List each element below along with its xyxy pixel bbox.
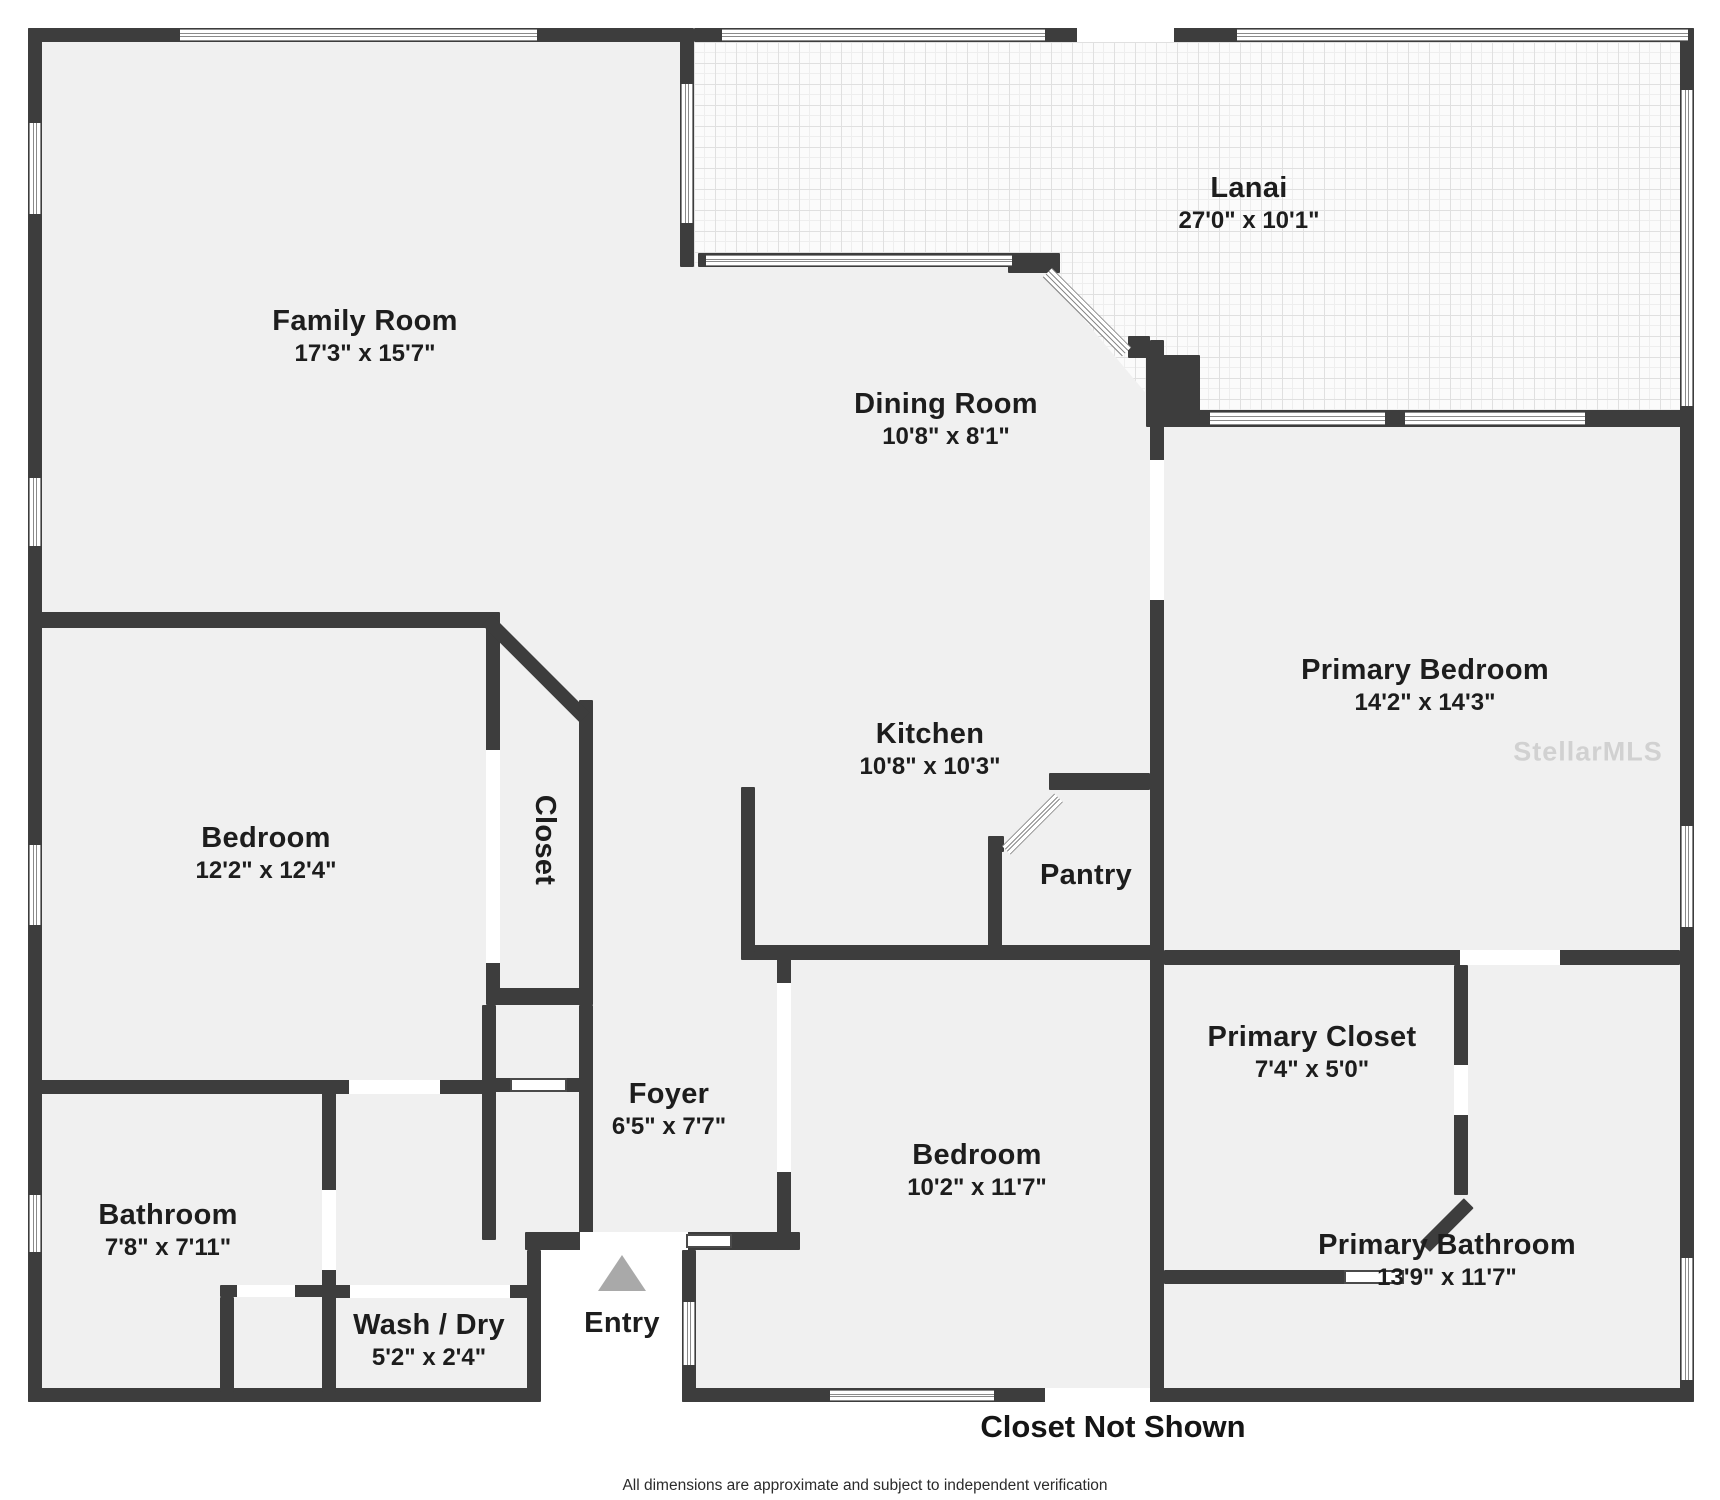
window — [1681, 1258, 1693, 1380]
wall — [28, 612, 497, 628]
room-name-lanai: Lanai — [1210, 171, 1288, 204]
door-opening — [1150, 460, 1164, 600]
room-name-wash-dry: Wash / Dry — [353, 1308, 505, 1341]
window — [706, 255, 1012, 266]
watermark: StellarMLS — [1513, 736, 1663, 767]
door-opening — [486, 750, 500, 963]
door-opening — [1454, 1065, 1468, 1115]
room-label-bedroom-left: Bedroom 12'2" x 12'4" — [196, 820, 337, 886]
wall — [1128, 336, 1150, 358]
wall — [1146, 355, 1200, 415]
room-label-family-room: Family Room 17'3" x 15'7" — [272, 303, 457, 369]
room-label-lanai: Lanai 27'0" x 10'1" — [1179, 170, 1320, 236]
door-opening — [580, 1232, 688, 1250]
door-opening — [777, 983, 791, 1172]
window — [29, 1195, 41, 1252]
room-dims-bathroom: 7'8" x 7'11" — [104, 1234, 232, 1262]
door-opening — [350, 1285, 510, 1298]
wall — [988, 845, 1002, 948]
wall — [988, 836, 1004, 852]
room-name-foyer: Foyer — [628, 1077, 710, 1110]
entry-arrow-icon — [598, 1255, 646, 1291]
window — [29, 123, 41, 214]
room-name-primary-closet: Primary Closet — [1207, 1020, 1417, 1053]
room-dims-lanai: 27'0" x 10'1" — [1178, 207, 1320, 235]
door-opening — [1460, 950, 1560, 965]
room-dims-kitchen: 10'8" x 10'3" — [859, 753, 1001, 781]
room-dims-primary-bathroom: 13'9" x 11'7" — [1377, 1264, 1517, 1292]
window — [1681, 90, 1693, 406]
room-name-primary-bathroom: Primary Bathroom — [1318, 1228, 1576, 1261]
wall — [741, 787, 755, 952]
wall — [579, 1005, 593, 1240]
room-label-bedroom-bottom: Bedroom 10'2" x 11'7" — [907, 1137, 1047, 1203]
window — [180, 29, 537, 41]
room-name-kitchen: Kitchen — [875, 717, 985, 750]
room-name-closet: Closet — [529, 794, 562, 886]
room-name-dining-room: Dining Room — [854, 387, 1038, 420]
wall — [28, 28, 42, 1402]
entry-label: Entry — [584, 1305, 660, 1341]
wall — [1164, 950, 1680, 965]
room-name-family-room: Family Room — [272, 304, 458, 337]
door-frame — [1344, 1270, 1404, 1284]
wall — [220, 1297, 234, 1392]
room-name-bathroom: Bathroom — [98, 1198, 238, 1231]
entry-label-text: Entry — [584, 1306, 660, 1339]
wall — [1049, 773, 1150, 790]
door-opening — [237, 1285, 295, 1297]
room-dims-wash-dry: 5'2" x 2'4" — [371, 1344, 487, 1372]
window — [683, 1302, 695, 1365]
room-name-pantry: Pantry — [1039, 858, 1133, 891]
window — [1210, 412, 1385, 425]
room-dims-bedroom-left: 12'2" x 12'4" — [195, 857, 337, 885]
room-dims-foyer: 6'5" x 7'7" — [611, 1113, 727, 1141]
window — [1237, 29, 1688, 41]
disclaimer-text: All dimensions are approximate and subje… — [622, 1477, 1108, 1494]
door-opening — [349, 1080, 440, 1094]
window — [681, 84, 693, 223]
room-label-primary-bedroom: Primary Bedroom 14'2" x 14'3" — [1301, 652, 1549, 718]
room-label-primary-closet: Primary Closet 7'4" x 5'0" — [1208, 1019, 1417, 1085]
window — [29, 478, 41, 546]
floor-floor — [694, 267, 1042, 410]
door-frame — [510, 1078, 567, 1092]
room-name-bedroom-left: Bedroom — [201, 821, 331, 854]
wall — [488, 988, 593, 1005]
window — [722, 29, 1045, 41]
room-label-foyer: Foyer 6'5" x 7'7" — [612, 1076, 726, 1142]
room-label-primary-bathroom: Primary Bathroom 13'9" x 11'7" — [1318, 1227, 1576, 1293]
room-label-bathroom: Bathroom 7'8" x 7'11" — [98, 1197, 237, 1263]
room-dims-primary-closet: 7'4" x 5'0" — [1254, 1056, 1370, 1084]
room-name-primary-bedroom: Primary Bedroom — [1301, 653, 1549, 686]
room-name-bedroom-bottom: Bedroom — [912, 1138, 1042, 1171]
window — [1681, 826, 1693, 927]
room-label-closet: Closet — [527, 795, 563, 885]
wall — [579, 700, 593, 1005]
wall — [28, 1388, 540, 1402]
wall — [482, 1005, 496, 1240]
lanai-floor — [694, 42, 1680, 410]
closet-note: Closet Not Shown — [980, 1409, 1246, 1444]
window — [29, 845, 41, 925]
room-label-pantry: Pantry — [1040, 857, 1132, 893]
room-label-wash-dry: Wash / Dry 5'2" x 2'4" — [353, 1307, 505, 1373]
wall — [1036, 255, 1060, 271]
room-dims-bedroom-bottom: 10'2" x 11'7" — [907, 1174, 1047, 1202]
door-opening — [1077, 28, 1174, 42]
room-label-dining-room: Dining Room 10'8" x 8'1" — [854, 386, 1038, 452]
window — [830, 1390, 994, 1401]
door-opening — [1045, 1388, 1150, 1402]
wall — [527, 1250, 541, 1402]
wall — [741, 945, 1164, 960]
wall — [1150, 340, 1164, 1402]
door-opening — [322, 1190, 336, 1270]
window — [1405, 412, 1585, 425]
room-dims-family-room: 17'3" x 15'7" — [294, 340, 436, 368]
room-dims-dining-room: 10'8" x 8'1" — [882, 423, 1010, 451]
room-label-kitchen: Kitchen 10'8" x 10'3" — [860, 716, 1001, 782]
door-frame — [686, 1234, 732, 1248]
room-dims-primary-bedroom: 14'2" x 14'3" — [1354, 689, 1496, 717]
